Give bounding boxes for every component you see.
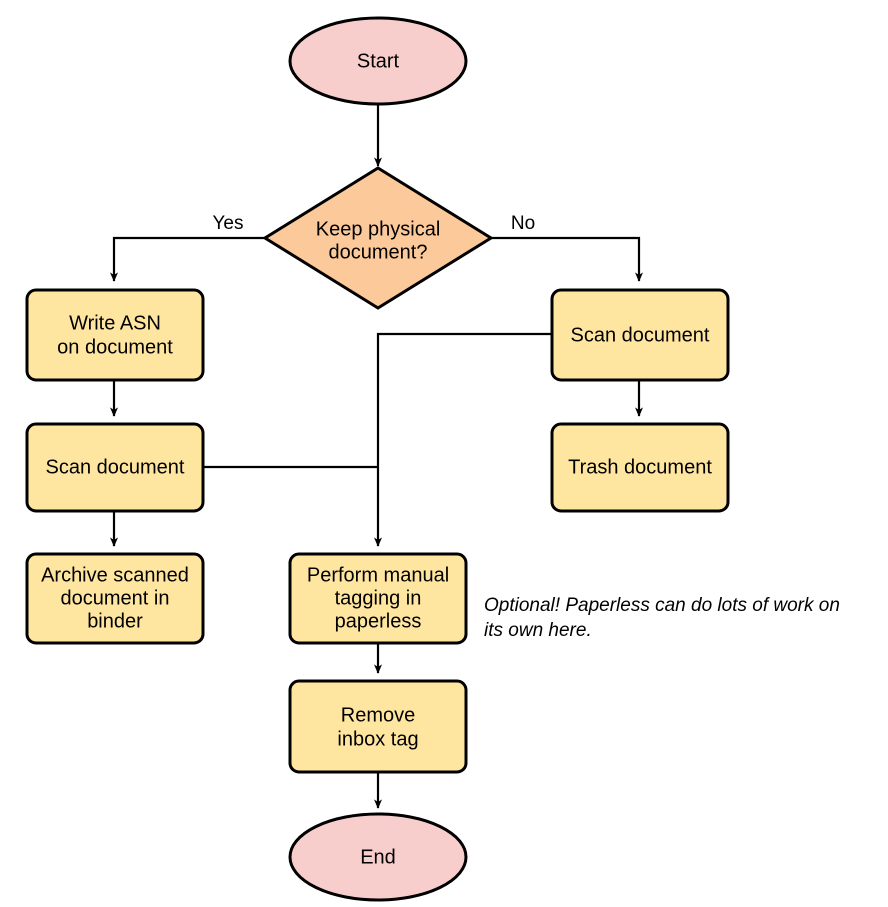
end-label: End bbox=[360, 846, 396, 868]
trash-document-box-shape bbox=[550, 422, 730, 513]
start-label: Start bbox=[357, 50, 400, 72]
decision-diamond-shape bbox=[262, 166, 494, 310]
node-remove-inbox-tag[interactable]: Remove inbox tag bbox=[288, 679, 468, 774]
node-perform-manual-tagging[interactable]: Perform manual tagging in paperless bbox=[288, 552, 468, 645]
tagging-label-line2: tagging in bbox=[335, 587, 422, 609]
optional-note-line2: its own here. bbox=[484, 620, 592, 641]
remove-inbox-box-shape bbox=[288, 679, 468, 774]
edges-group bbox=[110, 104, 643, 809]
scan-document-left-label: Scan document bbox=[46, 456, 185, 478]
optional-note-line1: Optional! Paperless can do lots of work … bbox=[484, 595, 840, 616]
remove-inbox-label-line1: Remove bbox=[341, 704, 415, 726]
archive-label-line3: binder bbox=[87, 610, 143, 632]
remove-inbox-label-line2: inbox tag bbox=[337, 728, 418, 750]
edge-decision-yes-to-write-asn bbox=[110, 236, 265, 282]
tagging-label-line3: paperless bbox=[335, 610, 422, 632]
write-asn-box-shape bbox=[25, 288, 205, 382]
tagging-box-shape bbox=[288, 552, 468, 645]
decision-label-line1: Keep physical bbox=[316, 218, 441, 240]
annotation-optional-note: Optional! Paperless can do lots of work … bbox=[484, 595, 840, 641]
node-end[interactable]: End bbox=[288, 812, 468, 902]
node-write-asn-on-document[interactable]: Write ASN on document bbox=[25, 288, 205, 382]
node-scan-document-right[interactable]: Scan document bbox=[550, 288, 730, 382]
archive-box-shape bbox=[25, 552, 205, 645]
edge-label-no: No bbox=[511, 213, 535, 234]
edge-label-yes: Yes bbox=[213, 213, 244, 234]
node-start[interactable]: Start bbox=[288, 16, 468, 106]
archive-label-line2: document in bbox=[61, 587, 170, 609]
start-ellipse-shape bbox=[288, 16, 468, 106]
scan-document-right-box-shape bbox=[550, 288, 730, 382]
node-scan-document-left[interactable]: Scan document bbox=[25, 422, 205, 513]
node-archive-scanned-document[interactable]: Archive scanned document in binder bbox=[25, 552, 205, 645]
scan-document-right-label: Scan document bbox=[571, 324, 710, 346]
scan-document-left-box-shape bbox=[25, 422, 205, 513]
end-ellipse-shape bbox=[288, 812, 468, 902]
decision-label-line2: document? bbox=[329, 241, 428, 263]
edge-scan-right-to-tagging bbox=[374, 332, 552, 547]
node-decision-keep-physical-document[interactable]: Keep physical document? bbox=[262, 166, 494, 310]
write-asn-label-line2: on document bbox=[57, 336, 173, 358]
write-asn-label-line1: Write ASN bbox=[69, 312, 161, 334]
tagging-label-line1: Perform manual bbox=[307, 564, 449, 586]
edge-decision-no-to-scan-right bbox=[491, 236, 643, 282]
trash-document-label: Trash document bbox=[568, 456, 712, 478]
node-trash-document[interactable]: Trash document bbox=[550, 422, 730, 513]
archive-label-line1: Archive scanned bbox=[41, 564, 189, 586]
